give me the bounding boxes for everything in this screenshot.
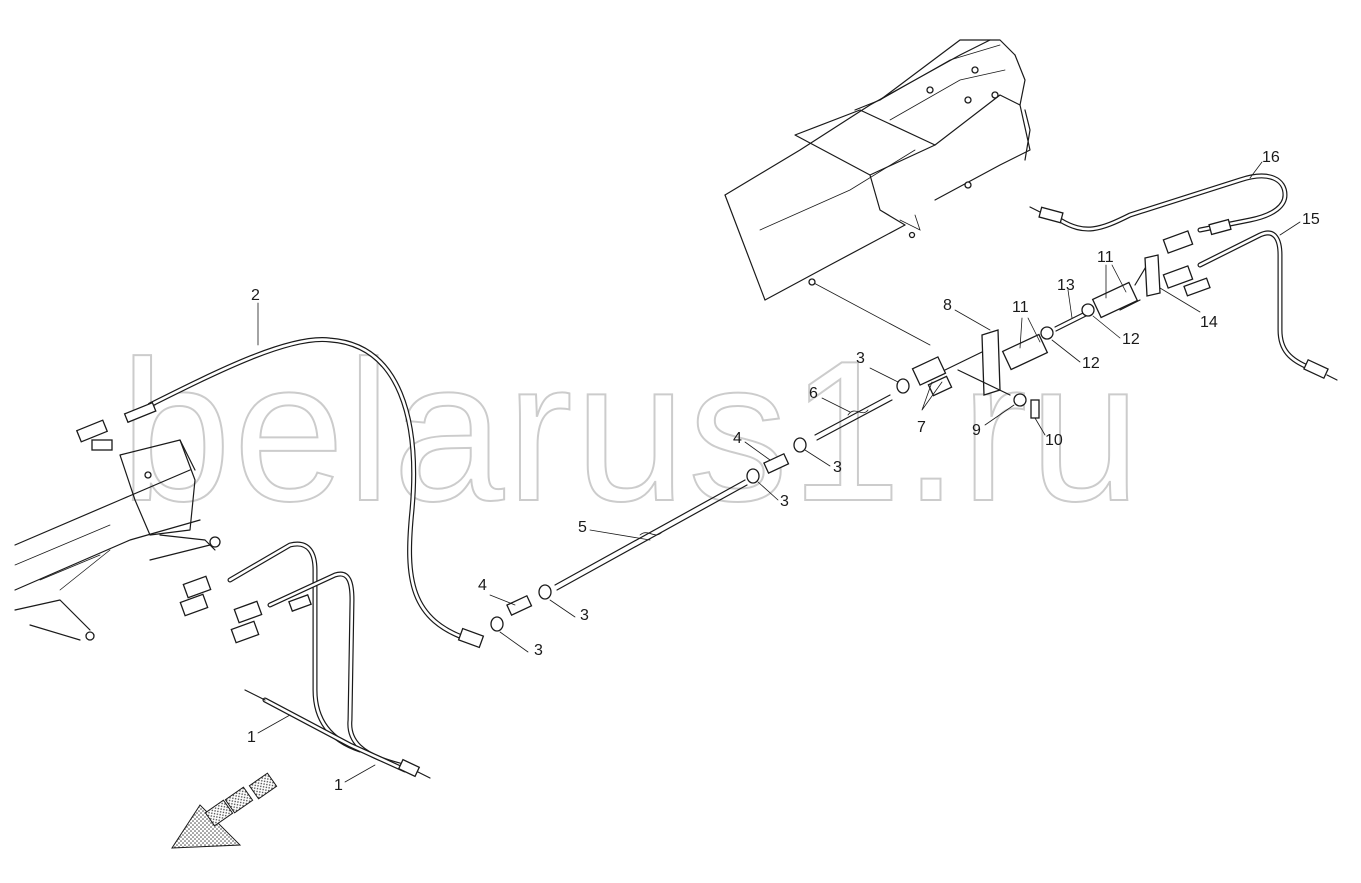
- callout-11a: 11: [1012, 299, 1029, 316]
- callouts: 2 1 1 3 4 3 5 3 4 3 6 3 7 8 9 10 11 12: [247, 149, 1320, 794]
- callout-4b: 4: [733, 430, 742, 447]
- watermark: belarus1.ru: [120, 320, 1143, 543]
- tractor-frame: [724, 39, 1031, 301]
- callout-12a: 12: [1082, 355, 1100, 372]
- callout-13: 13: [1057, 277, 1075, 294]
- rod-6-assembly: [814, 378, 910, 441]
- callout-15: 15: [1302, 211, 1320, 228]
- callout-11b: 11: [1097, 249, 1114, 266]
- callout-3b: 3: [580, 607, 589, 624]
- bracket-assembly: [911, 254, 1161, 419]
- cable-15: [1162, 230, 1338, 381]
- left-frame: [14, 439, 221, 641]
- callout-6: 6: [809, 385, 818, 402]
- callout-3d: 3: [833, 459, 842, 476]
- callout-3e: 3: [856, 350, 865, 367]
- callout-16: 16: [1262, 149, 1280, 166]
- callout-5: 5: [578, 519, 587, 536]
- callout-8: 8: [943, 297, 952, 314]
- callout-7: 7: [917, 419, 926, 436]
- callout-9: 9: [972, 422, 981, 439]
- cable-2: [75, 337, 485, 649]
- callout-14: 14: [1200, 314, 1218, 331]
- rod-5-assembly: [490, 437, 807, 632]
- cable-16: [1029, 173, 1288, 254]
- callout-1b: 1: [334, 777, 343, 794]
- mount-leader-line: [811, 281, 931, 346]
- callout-3c: 3: [780, 493, 789, 510]
- mount-bolt: [808, 278, 816, 286]
- callout-2: 2: [251, 287, 260, 304]
- direction-arrow: [171, 772, 278, 849]
- cables-1: [179, 541, 431, 779]
- callout-3a: 3: [534, 642, 543, 659]
- callout-10: 10: [1045, 432, 1063, 449]
- callout-4a: 4: [478, 577, 487, 594]
- callout-12b: 12: [1122, 331, 1140, 348]
- callout-1a: 1: [247, 729, 256, 746]
